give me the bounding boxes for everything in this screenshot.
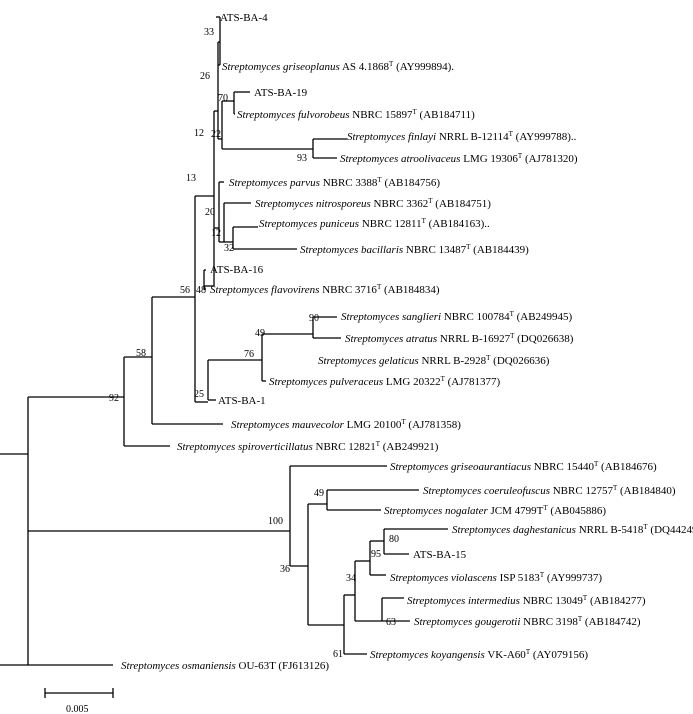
taxon-label: Streptomyces bacillaris NBRC 13487T (AB1… — [300, 243, 529, 256]
bootstrap-value: 70 — [218, 93, 228, 104]
taxon-label: Streptomyces pulveraceus LMG 20322T (AJ7… — [269, 375, 501, 388]
bootstrap-value: 20 — [205, 207, 215, 218]
taxon-label: Streptomyces parvus NBRC 3388T (AB184756… — [229, 176, 440, 189]
taxon-label: Streptomyces puniceus NBRC 12811T (AB184… — [259, 217, 490, 230]
bootstrap-value: 80 — [389, 534, 399, 545]
bootstrap-value: 92 — [109, 393, 119, 404]
taxon-label: ATS-BA-15 — [413, 549, 467, 561]
taxon-label: Streptomyces spiroverticillatus NBRC 128… — [177, 440, 439, 453]
bootstrap-value: 58 — [136, 348, 146, 359]
taxon-label: Streptomyces gelaticus NRRL B-2928T (DQ0… — [318, 354, 550, 367]
taxon-label: Streptomyces koyangensis VK-A60T (AY0791… — [370, 648, 588, 661]
bootstrap-value: 12 — [194, 128, 204, 139]
taxon-label: ATS-BA-1 — [218, 395, 266, 407]
scale-bar-label: 0.005 — [66, 704, 89, 714]
taxon-label: ATS-BA-19 — [254, 87, 308, 99]
bootstrap-value: 33 — [204, 27, 214, 38]
taxon-label: Streptomyces osmaniensis OU-63T (FJ61312… — [121, 660, 329, 672]
taxon-label: Streptomyces daghestanicus NRRL B-5418T … — [452, 523, 693, 536]
bootstrap-value: 13 — [186, 173, 196, 184]
taxon-label: Streptomyces atroolivaceus LMG 19306T (A… — [340, 152, 578, 165]
bootstrap-value: 36 — [280, 564, 290, 575]
bootstrap-value: 25 — [194, 389, 204, 400]
bootstrap-value: 93 — [297, 153, 307, 164]
taxon-label: Streptomyces nitrosporeus NBRC 3362T (AB… — [255, 197, 491, 210]
bootstrap-value: 48 — [196, 285, 206, 296]
taxon-label: Streptomyces sanglieri NBRC 100784T (AB2… — [341, 310, 573, 323]
bootstrap-value: 12 — [211, 228, 221, 239]
taxon-label: Streptomyces intermedius NBRC 13049T (AB… — [407, 594, 646, 607]
bootstrap-value: 90 — [309, 313, 319, 324]
bootstrap-value: 63 — [386, 617, 396, 628]
taxon-label: Streptomyces coeruleofuscus NBRC 12757T … — [423, 484, 676, 497]
bootstrap-value: 76 — [244, 349, 254, 360]
bootstrap-value: 49 — [314, 488, 324, 499]
taxon-label: Streptomyces fulvorobeus NBRC 15897T (AB… — [237, 108, 475, 121]
taxon-label: ATS-BA-4 — [220, 12, 268, 24]
bootstrap-value: 49 — [255, 328, 265, 339]
taxon-label: Streptomyces violascens ISP 5183T (AY999… — [390, 571, 602, 584]
bootstrap-value: 32 — [224, 243, 234, 254]
bootstrap-value: 22 — [211, 129, 221, 140]
bootstrap-value: 61 — [333, 649, 343, 660]
bootstrap-value: 100 — [268, 516, 283, 527]
taxon-label: Streptomyces mauvecolor LMG 20100T (AJ78… — [231, 418, 461, 431]
taxon-label: Streptomyces finlayi NRRL B-12114T (AY99… — [347, 130, 577, 143]
taxon-label: Streptomyces atratus NRRL B-16927T (DQ02… — [345, 332, 574, 345]
bootstrap-value: 95 — [371, 549, 381, 560]
taxon-label: Streptomyces flavovirens NBRC 3716T (AB1… — [210, 283, 440, 296]
bootstrap-value: 34 — [346, 573, 356, 584]
taxon-label: ATS-BA-16 — [210, 264, 264, 276]
taxon-label: Streptomyces gougerotii NBRC 3198T (AB18… — [414, 615, 641, 628]
taxon-label: Streptomyces nogalater JCM 4799TT (AB045… — [384, 504, 606, 517]
taxon-label: Streptomyces griseoplanus AS 4.1868T (AY… — [222, 60, 454, 73]
bootstrap-value: 56 — [180, 285, 190, 296]
taxon-label: Streptomyces griseoaurantiacus NBRC 1544… — [390, 460, 657, 473]
bootstrap-value: 26 — [200, 71, 210, 82]
